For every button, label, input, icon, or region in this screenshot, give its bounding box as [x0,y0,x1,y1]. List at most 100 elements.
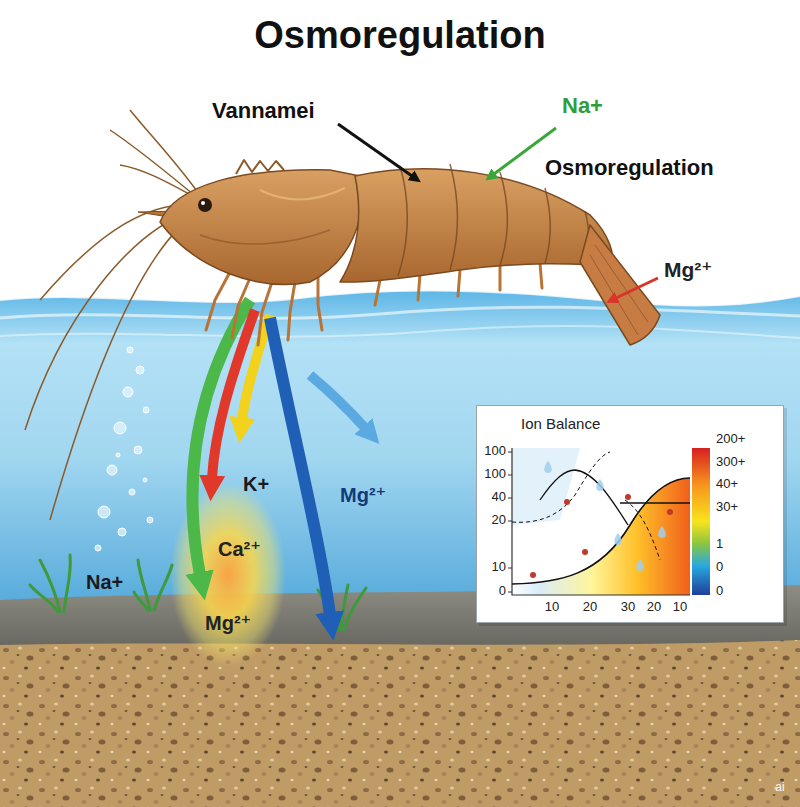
axis-tick: 30 [621,600,635,615]
scene-ground [0,307,800,318]
ion-label: Ca²⁺ [218,538,261,561]
ion-balance-chart [582,549,588,555]
shrimp [206,272,230,330]
shrimp [398,166,407,276]
bubbles [129,489,135,495]
shrimp [232,278,250,338]
colorbar-tick: 40+ [716,477,738,492]
shrimp [545,188,550,263]
ion-balance-chart [544,461,666,571]
bubbles [98,506,110,518]
scene-ground [0,291,800,306]
ion-balance-chart [530,494,673,578]
ion-flow-arrows [270,318,330,615]
bubbles [107,465,117,475]
axis-tick: 20 [647,600,661,615]
bubbles [95,347,153,551]
shrimp [500,172,508,265]
ion-flow-arrows [242,315,270,420]
shrimp [201,201,205,205]
bubbles [136,366,144,374]
bubbles [134,446,142,454]
ion-balance-chart [512,478,690,584]
ion-balance-chart [667,509,673,515]
bubbles [127,347,133,353]
colorbar-tick: 30+ [716,500,738,515]
bubbles [118,528,126,536]
shrimp [25,110,210,520]
shrimp [450,164,458,270]
ion-balance-chart [544,461,552,473]
axis-tick: 10 [673,600,687,615]
ion-balance-chart [508,568,512,569]
ion-balance-chart [512,448,580,525]
axis-tick: 10 [492,560,506,575]
bubbles [123,387,133,397]
shrimp [418,274,420,300]
axis-tick: 0 [499,584,506,599]
axis-tick: 40 [492,490,506,505]
shrimp [499,265,502,290]
bubbles [95,545,101,551]
shrimp [288,282,295,340]
ion-balance-chart [508,521,512,522]
shrimp [160,170,362,285]
ion-balance-chart [540,470,628,525]
shrimp [340,169,613,282]
process-label: Osmoregulation [545,155,714,180]
ion-label: Mg²⁺ [664,258,712,282]
seagrass [341,585,348,630]
ion-balance-chart [625,500,660,560]
shrimp [580,225,660,345]
seagrass [138,560,150,610]
ion-balance-chart [512,478,690,595]
ion-balance-chart [636,559,644,571]
ion-balance-chart [508,452,512,592]
ion-balance-chart [625,494,631,500]
leader-arrows [616,278,658,298]
ion-balance-chart [620,502,690,503]
shrimp [398,164,589,276]
ion-balance-chart [508,475,512,476]
shrimp [50,212,198,520]
ion-label: Mg²⁺ [340,484,386,507]
panel-title: Ion Balance [521,415,600,432]
watermark: ai [775,781,784,795]
axis-tick: 100 [484,444,506,459]
ion-balance-chart [530,572,536,578]
shrimp [25,210,195,430]
ion-balance-chart [512,452,610,522]
shrimp [458,270,460,296]
axis-tick: 100 [484,467,506,482]
shrimp [258,282,272,345]
ion-balance-chart [508,498,512,499]
diagram-title: Osmoregulation [0,14,800,58]
ion-label: Na+ [86,571,123,594]
bubbles [114,422,126,434]
scene-ground [0,640,800,807]
ion-label: Mg²⁺ [205,612,251,635]
bubbles [143,478,147,482]
bubbles [116,453,120,457]
axis-tick: 20 [492,513,506,528]
axis-tick: 20 [583,600,597,615]
ion-label: Na+ [562,93,603,118]
scene-ground [0,326,800,338]
shrimp [260,188,345,199]
shrimp [540,263,542,288]
colorbar-tick: 0 [716,584,723,599]
shrimp [200,230,330,244]
shrimp [198,198,212,212]
seagrass [64,555,70,612]
ion-balance-chart [614,533,622,545]
ion-flow-arrows [192,300,365,615]
ion-label: K+ [243,473,269,496]
ion-balance-chart [476,405,787,626]
bubbles [147,517,153,523]
shrimp [590,255,638,335]
